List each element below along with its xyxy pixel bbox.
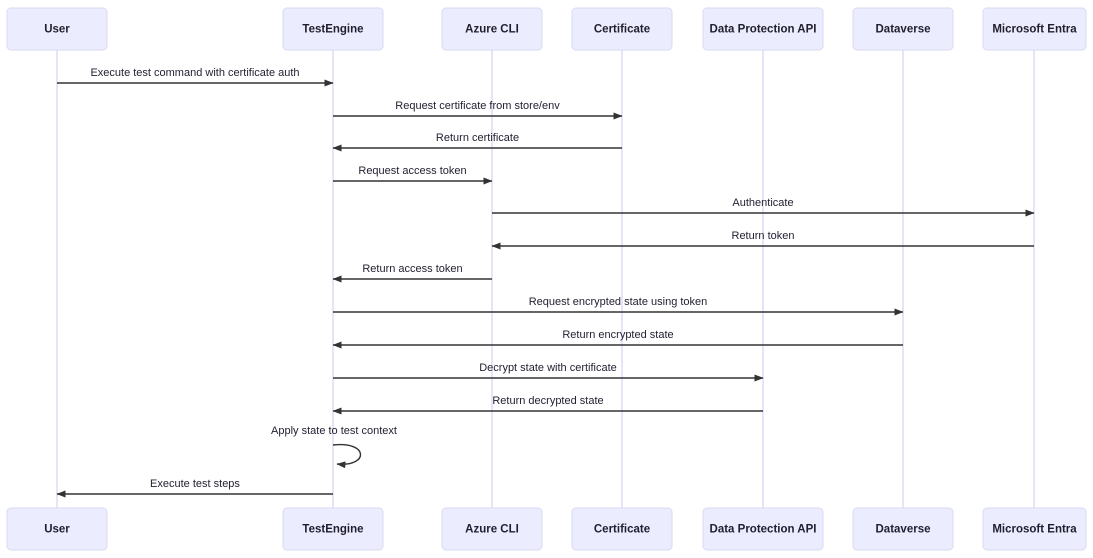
participant-label: Data Protection API (710, 524, 817, 536)
participant-label: Azure CLI (465, 524, 519, 536)
message-8[interactable]: Request encrypted state using token (333, 296, 904, 316)
participant-label: TestEngine (302, 524, 363, 536)
participant-box (282, 7, 384, 51)
message-label: Execute test command with certificate au… (90, 67, 299, 79)
message-12[interactable]: Apply state to test context (271, 425, 397, 469)
participant-box (852, 7, 954, 51)
message-label: Apply state to test context (271, 425, 397, 437)
participant-label: Microsoft Entra (992, 24, 1077, 36)
participant-box (282, 507, 384, 551)
lifelines-layer (56, 50, 1035, 508)
actors-top-layer: User TestEngine Azure CLI Certificate Data P… (6, 7, 1087, 51)
participant-label: Data Protection API (710, 24, 817, 36)
participant-box (571, 507, 673, 551)
message-label: Return token (732, 230, 795, 242)
messages-layer: Execute test command with certificate au… (56, 67, 1035, 498)
message-label: Return encrypted state (562, 329, 673, 341)
participant-bottom-dpapi[interactable]: Data Protection API (702, 507, 824, 551)
message-label: Request certificate from store/env (395, 100, 560, 112)
message-label: Return decrypted state (492, 395, 603, 407)
message-9[interactable]: Return encrypted state (332, 329, 903, 349)
participant-label: Dataverse (876, 524, 931, 536)
participant-box (702, 7, 824, 51)
message-label: Decrypt state with certificate (479, 362, 617, 374)
participant-box (441, 7, 543, 51)
participant-box (6, 507, 108, 551)
participant-top-engine[interactable]: TestEngine (282, 7, 384, 51)
message-label: Execute test steps (150, 478, 240, 490)
message-10[interactable]: Decrypt state with certificate (333, 362, 764, 382)
participant-top-user[interactable]: User (6, 7, 108, 51)
participant-label: User (44, 24, 70, 36)
participant-bottom-cert[interactable]: Certificate (571, 507, 673, 551)
participant-box (982, 7, 1087, 51)
actors-bottom-layer: User TestEngine Azure CLI Certificate Data P… (6, 507, 1087, 551)
participant-label: Certificate (594, 24, 650, 36)
participant-label: Certificate (594, 524, 650, 536)
message-1[interactable]: Execute test command with certificate au… (57, 67, 334, 87)
message-11[interactable]: Return decrypted state (332, 395, 763, 415)
participant-label: Microsoft Entra (992, 524, 1077, 536)
message-13[interactable]: Execute test steps (56, 478, 333, 498)
participant-box (571, 7, 673, 51)
message-label: Return access token (362, 263, 462, 275)
participant-label: Dataverse (876, 24, 931, 36)
participant-bottom-entra[interactable]: Microsoft Entra (982, 507, 1087, 551)
message-self-loop-path (332, 443, 362, 469)
message-label: Request encrypted state using token (529, 296, 708, 308)
message-6[interactable]: Return token (491, 230, 1034, 250)
participant-box (852, 507, 954, 551)
participant-top-dpapi[interactable]: Data Protection API (702, 7, 824, 51)
participant-bottom-dataverse[interactable]: Dataverse (852, 507, 954, 551)
message-label: Return certificate (436, 132, 519, 144)
message-label: Request access token (358, 165, 466, 177)
participant-box (6, 7, 108, 51)
participant-box (441, 507, 543, 551)
participant-label: TestEngine (302, 24, 363, 36)
participant-top-azcli[interactable]: Azure CLI (441, 7, 543, 51)
participant-bottom-engine[interactable]: TestEngine (282, 507, 384, 551)
message-3[interactable]: Return certificate (332, 132, 622, 152)
participant-box (982, 507, 1087, 551)
message-2[interactable]: Request certificate from store/env (333, 100, 623, 120)
message-5[interactable]: Authenticate (492, 197, 1035, 217)
participant-top-entra[interactable]: Microsoft Entra (982, 7, 1087, 51)
message-4[interactable]: Request access token (333, 165, 493, 185)
message-label: Authenticate (732, 197, 793, 209)
participant-bottom-user[interactable]: User (6, 507, 108, 551)
participant-box (702, 507, 824, 551)
participant-top-cert[interactable]: Certificate (571, 7, 673, 51)
message-7[interactable]: Return access token (332, 263, 492, 283)
participant-label: Azure CLI (465, 24, 519, 36)
participant-top-dataverse[interactable]: Dataverse (852, 7, 954, 51)
participant-label: User (44, 524, 70, 536)
participant-bottom-azcli[interactable]: Azure CLI (441, 507, 543, 551)
